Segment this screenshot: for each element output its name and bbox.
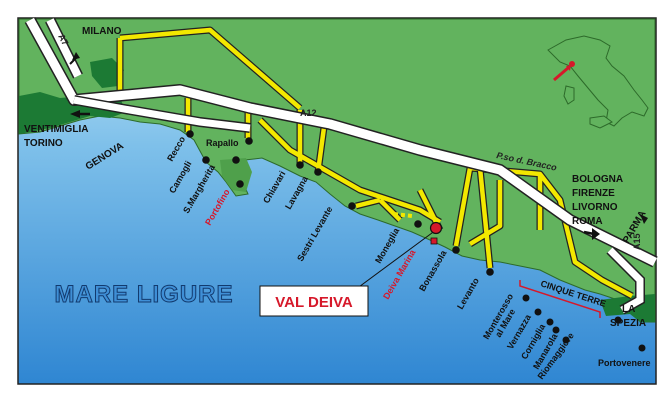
marker-bonassola	[452, 246, 460, 254]
marker-camogli	[202, 156, 210, 164]
marker-corniglia	[546, 318, 554, 326]
city-la: LA	[622, 304, 635, 315]
marker-manarola	[552, 326, 560, 334]
marker-deiva-station	[430, 237, 438, 245]
motorway-a12	[24, 17, 658, 315]
marker-deiva-marina[interactable]	[429, 221, 443, 235]
city-livorno: LIVORNO	[572, 202, 618, 213]
town-rapallo: Rapallo	[206, 138, 239, 148]
city-spezia: SPEZIA	[610, 318, 646, 329]
a7-label: A7	[56, 32, 70, 47]
town-portovenere: Portovenere	[598, 358, 651, 368]
city-roma: ROMA	[572, 216, 603, 227]
marker-vernazza	[534, 308, 542, 316]
val-deiva-box[interactable]	[259, 285, 369, 317]
a12-label: A12	[300, 108, 317, 118]
marker-portovenere	[638, 344, 646, 352]
arrow-milano-icon	[72, 52, 80, 60]
marker-moneglia	[414, 220, 422, 228]
marker-rapallo	[245, 137, 253, 145]
direction-arrows	[69, 52, 648, 240]
arrow-bologna-icon	[592, 228, 600, 240]
marker-lavagna	[314, 168, 322, 176]
marker-riomaggiore	[562, 336, 570, 344]
city-bologna: BOLOGNA	[572, 174, 623, 185]
dashed-road	[393, 212, 413, 218]
marker-portofino	[236, 180, 244, 188]
city-ventimiglia: VENTIMIGLIA	[24, 124, 88, 135]
marker-sestri-levante	[348, 202, 356, 210]
cinque-terre-bracket	[519, 280, 601, 318]
city-milano: MILANO	[82, 26, 122, 37]
city-torino: TORINO	[24, 138, 63, 149]
town-markers	[186, 130, 646, 352]
marker-recco	[186, 130, 194, 138]
arrow-parma-icon	[640, 214, 648, 224]
val-deiva-label[interactable]: VAL DEIVA	[275, 294, 353, 311]
portofino-promontory	[220, 158, 252, 192]
italy-inset	[547, 35, 649, 129]
marker-s-margherita	[232, 156, 240, 164]
coast-genova-hills	[90, 58, 124, 88]
marker-la-spezia	[614, 316, 622, 324]
marker-levanto	[486, 268, 494, 276]
sea-label: MARE LIGURE	[55, 281, 234, 308]
city-firenze: FIRENZE	[572, 188, 615, 199]
a15-label: A15	[632, 233, 642, 250]
marker-monterosso	[522, 294, 530, 302]
marker-chiavari	[296, 161, 304, 169]
arrow-ventimiglia-icon	[70, 110, 80, 118]
